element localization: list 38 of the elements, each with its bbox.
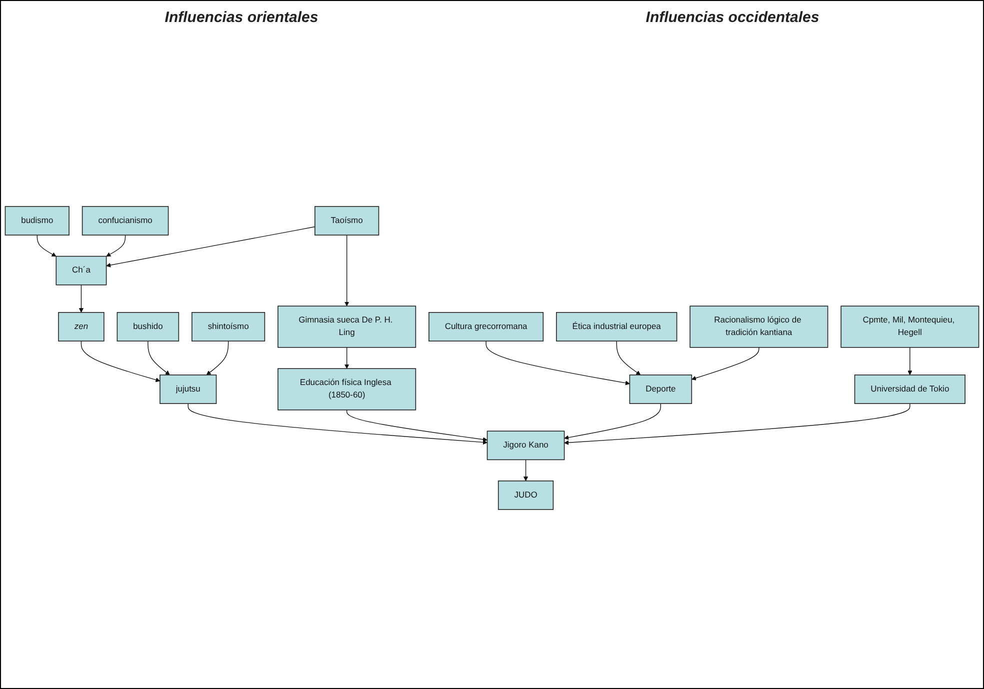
group-heading: Influencias occidentales: [646, 9, 820, 26]
arrow: [80, 340, 160, 382]
node-box: Educación física Inglesa (1850-60): [278, 368, 416, 410]
node-box: Ch´a: [56, 256, 107, 286]
arrow: [908, 347, 912, 376]
node-box: Deporte: [629, 374, 692, 404]
arrow: [691, 347, 760, 380]
arrow: [106, 234, 126, 257]
arrow: [616, 340, 641, 376]
node-box: Cultura grecorromana: [428, 312, 544, 342]
arrow: [486, 340, 630, 386]
arrow: [206, 340, 229, 376]
node-box: Jigoro Kano: [486, 430, 565, 460]
arrow: [106, 226, 316, 268]
arrow: [346, 410, 488, 442]
arrow: [564, 403, 662, 440]
node-box: Racionalismo lógico de tradición kantiana: [690, 306, 828, 348]
arrow: [564, 403, 910, 445]
node-box: jujutsu: [160, 374, 217, 404]
node-box: zen: [58, 312, 104, 342]
node-box: Cpmte, Mil, Montequieu, Hegell: [840, 306, 980, 348]
node-box: Ética industrial europea: [556, 312, 678, 342]
arrow: [78, 284, 84, 313]
node-box: budismo: [4, 206, 70, 236]
arrow: [523, 459, 528, 482]
node-box: Gimnasia sueca De P. H. Ling: [278, 306, 416, 348]
node-box: confucianismo: [82, 206, 169, 236]
node-box: bushido: [116, 312, 180, 342]
node-box: shintoísmo: [192, 312, 266, 342]
node-box: JUDO: [498, 480, 554, 510]
node-box: Taoísmo: [314, 206, 380, 236]
arrow: [148, 340, 170, 376]
node-box: Universidad de Tokio: [854, 374, 966, 404]
group-heading: Influencias orientales: [164, 9, 318, 26]
arrow: [344, 234, 350, 306]
arrow: [344, 347, 350, 369]
arrow: [188, 403, 488, 445]
arrow: [36, 234, 56, 257]
